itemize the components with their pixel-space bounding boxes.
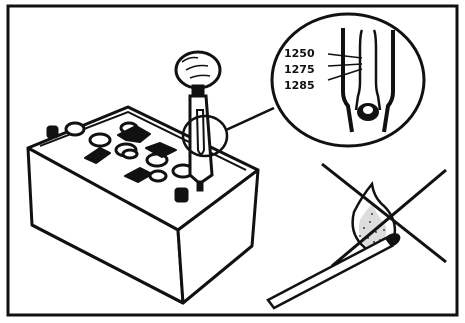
reading-label-1285: 1285 (284, 79, 315, 92)
leader-line (226, 108, 274, 130)
match-flame-icon (268, 184, 403, 308)
battery-icon (28, 107, 258, 303)
reading-label-1275: 1275 (284, 63, 315, 76)
reading-label-1250: 1250 (284, 47, 315, 60)
